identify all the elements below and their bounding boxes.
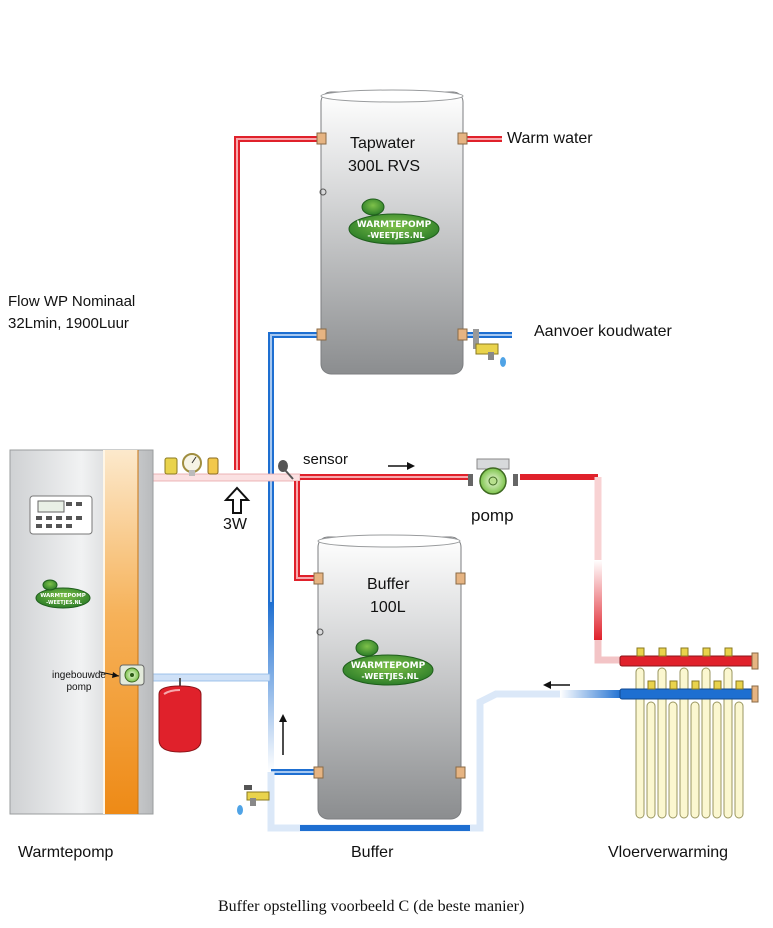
- sensor-label: sensor: [303, 451, 349, 468]
- diagram-caption: Buffer opstelling voorbeeld C (de beste …: [218, 898, 525, 915]
- buffer-tank-spec: 100L: [370, 599, 406, 616]
- manifold-loops: [635, 667, 744, 819]
- heatpump-section-label: Warmtepomp: [18, 844, 114, 861]
- cold-water-tap-icon: [473, 329, 506, 367]
- controller-panel: [29, 495, 93, 535]
- builtin-pump-label-line1: ingebouwde: [52, 670, 106, 681]
- builtin-pump-label-line2: pomp: [66, 682, 92, 693]
- logo-line1: WARMTEPOMP: [40, 593, 86, 599]
- pump-label: pomp: [471, 506, 514, 525]
- floor-heating-manifold: [619, 647, 759, 819]
- logo-line1: WARMTEPOMP: [351, 661, 426, 671]
- logo-line2: -WEETJES.NL: [361, 672, 418, 681]
- sensor-icon: [278, 460, 294, 480]
- safety-group-icon: [164, 453, 219, 476]
- tapwater-spec: 300L RVS: [348, 158, 421, 175]
- logo-heatpump: WARMTEPOMP -WEETJES.NL: [35, 579, 91, 609]
- expansion-vessel-icon: [158, 678, 202, 753]
- three-way-valve-arrow: [223, 486, 251, 514]
- warm-water-label: Warm water: [507, 130, 593, 147]
- flow-arrows: [279, 462, 570, 755]
- drain-tap-icon: [237, 785, 270, 815]
- logo-line2: -WEETJES.NL: [46, 600, 83, 606]
- three-way-label: 3W: [223, 516, 247, 533]
- flow-nominal-label: Flow WP Nominaal: [8, 293, 136, 310]
- logo-line1: WARMTEPOMP: [357, 220, 432, 230]
- heatpump-unit: [9, 449, 154, 815]
- floor-heating-section-label: Vloerverwarming: [608, 844, 729, 861]
- tapwater-label: Tapwater: [350, 135, 415, 152]
- builtin-pump-icon: [119, 664, 145, 686]
- circulation-pump-icon: [468, 458, 518, 495]
- logo-buffer: WARMTEPOMP -WEETJES.NL: [342, 639, 434, 686]
- buffer-tank-label: Buffer: [367, 576, 410, 593]
- flow-nominal-value: 32Lmin, 1900Luur: [8, 315, 129, 332]
- cold-water-supply-label: Aanvoer koudwater: [534, 323, 672, 340]
- builtin-pump-label: ingebouwde pomp: [52, 670, 106, 694]
- pipes: [149, 136, 622, 832]
- buffer-section-label: Buffer: [351, 844, 394, 861]
- logo-line2: -WEETJES.NL: [367, 231, 424, 240]
- logo-tapwater: WARMTEPOMP -WEETJES.NL: [348, 198, 440, 245]
